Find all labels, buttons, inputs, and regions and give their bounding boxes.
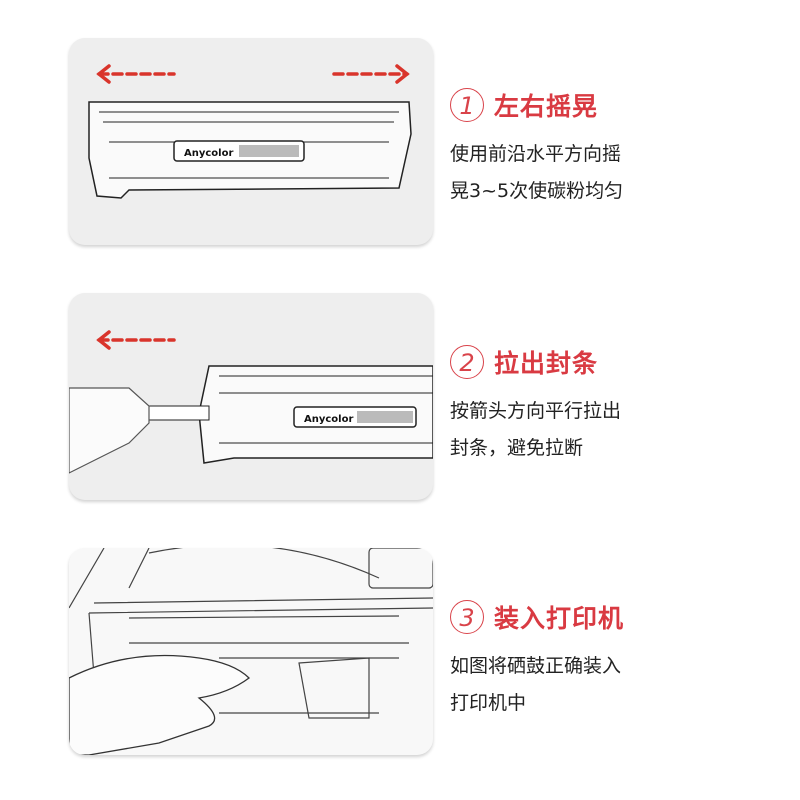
hand-drawing: [69, 654, 250, 755]
step-number-badge: 1: [450, 88, 484, 122]
step-description: 如图将硒鼓正确装入 打印机中: [450, 655, 622, 714]
step-number-badge: 2: [450, 345, 484, 379]
step-1: 1 左右摇晃 使用前沿水平方向摇 晃3~5次使碳粉均匀: [450, 84, 680, 210]
brand-label: Anycolor: [304, 414, 353, 425]
step-3: 3 装入打印机 如图将硒鼓正确装入 打印机中: [450, 596, 680, 722]
step-3-image: [69, 548, 433, 755]
hand-drawing: [69, 387, 150, 474]
arrow-left-icon: [96, 64, 176, 84]
step-title: 左右摇晃: [494, 92, 599, 121]
step-1-image: Anycolor: [69, 38, 433, 245]
step-2-image: Anycolor: [69, 293, 433, 500]
step-title: 拉出封条: [494, 349, 599, 378]
step-description: 按箭头方向平行拉出 封条，避免拉断: [450, 400, 622, 459]
step-title: 装入打印机: [494, 604, 625, 633]
brand-label: Anycolor: [184, 148, 233, 159]
arrow-left-icon: [96, 330, 176, 350]
step-2: 2 拉出封条 按箭头方向平行拉出 封条，避免拉断: [450, 341, 680, 467]
arrow-right-icon: [332, 64, 410, 84]
step-description: 使用前沿水平方向摇 晃3~5次使碳粉均匀: [450, 143, 624, 202]
step-number-badge: 3: [450, 600, 484, 634]
